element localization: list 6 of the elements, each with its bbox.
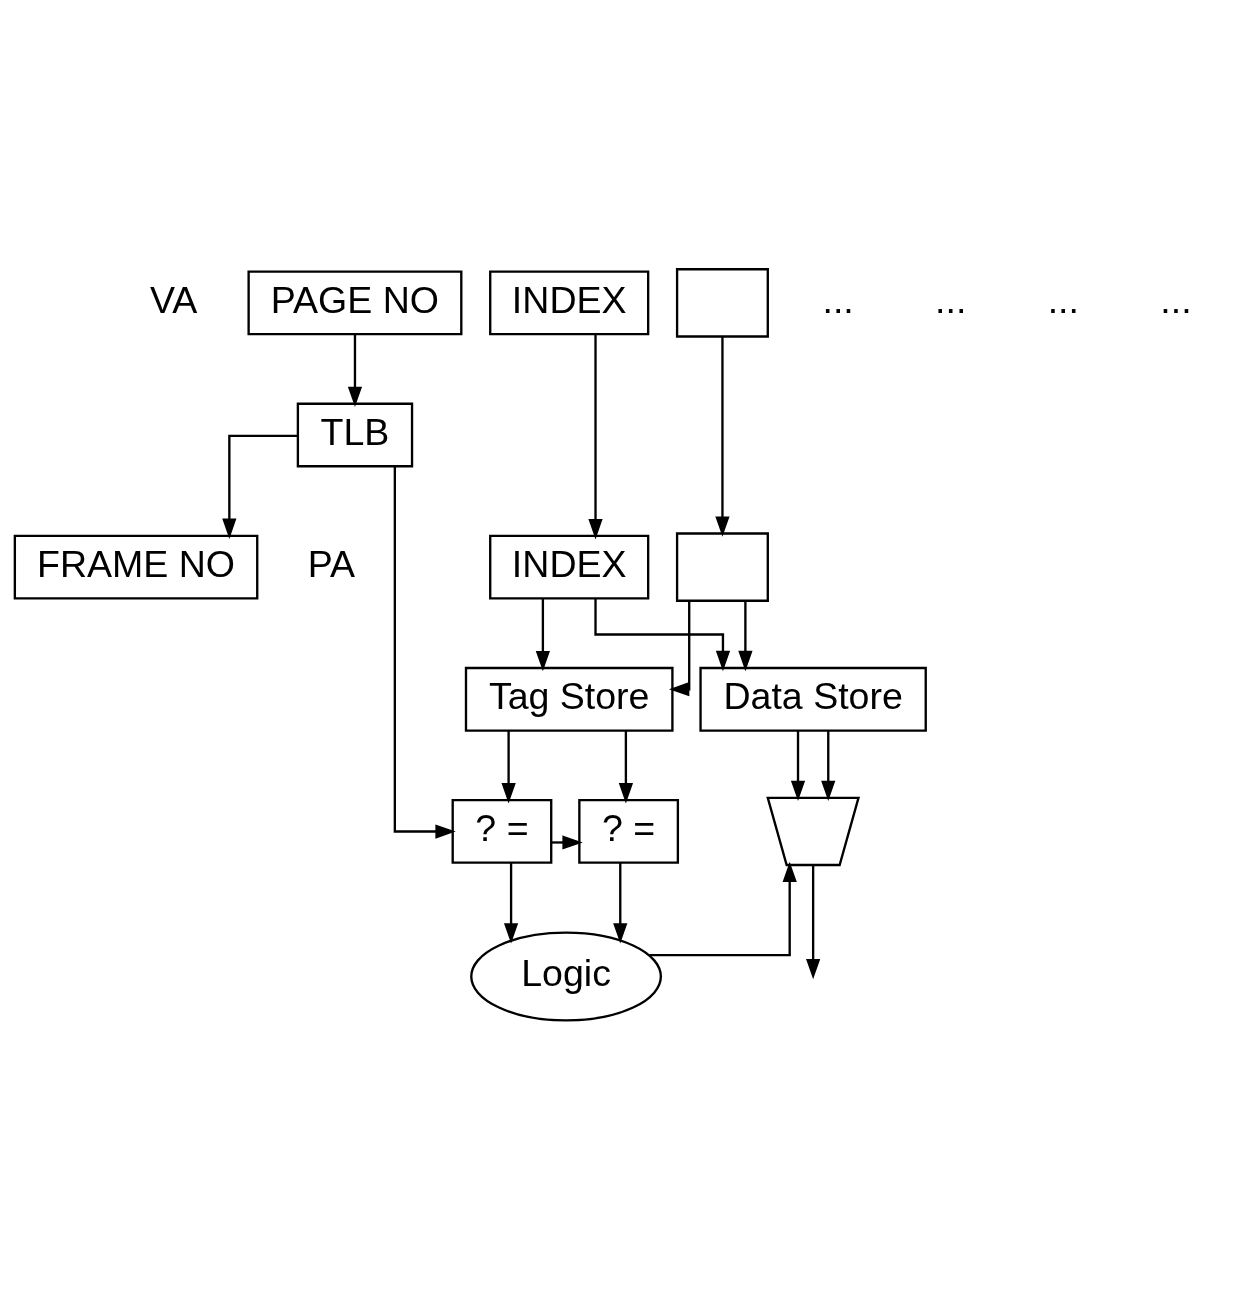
label: ... — [822, 278, 854, 321]
label: ... — [1047, 278, 1079, 321]
label: ... — [935, 278, 967, 321]
label: ... — [1160, 278, 1192, 321]
node-label: VA — [149, 278, 198, 321]
node-label: PA — [307, 542, 356, 585]
